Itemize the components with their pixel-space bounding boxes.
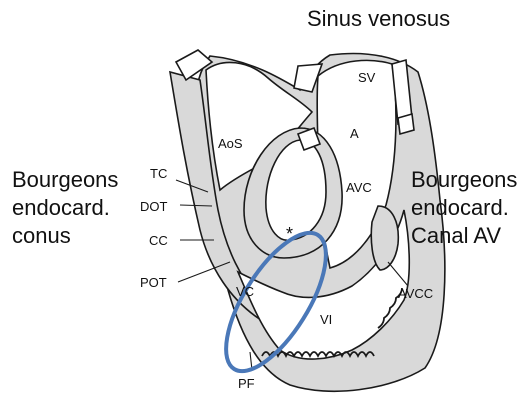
label-vc: VC	[236, 284, 254, 299]
label-pot: POT	[140, 275, 167, 290]
label-avc: AVC	[346, 180, 372, 195]
right-caption-line-2: endocard.	[411, 195, 509, 220]
label-tc: TC	[150, 166, 167, 181]
label-vi: VI	[320, 312, 332, 327]
label-avcc: AVCC	[398, 286, 433, 301]
right-caption-line-3: Canal AV	[411, 223, 501, 248]
left-caption-line-1: Bourgeons	[12, 167, 118, 192]
label-sv: SV	[358, 70, 376, 85]
label-asterisk: *	[286, 224, 293, 244]
left-caption-line-2: endocard.	[12, 195, 110, 220]
label-pf: PF	[238, 376, 255, 391]
label-dot: DOT	[140, 199, 168, 214]
label-a: A	[350, 126, 359, 141]
title-sinus-venosus: Sinus venosus	[307, 6, 450, 31]
label-aos: AoS	[218, 136, 243, 151]
label-cc: CC	[149, 233, 168, 248]
right-caption-line-1: Bourgeons	[411, 167, 517, 192]
left-caption-line-3: conus	[12, 223, 71, 248]
